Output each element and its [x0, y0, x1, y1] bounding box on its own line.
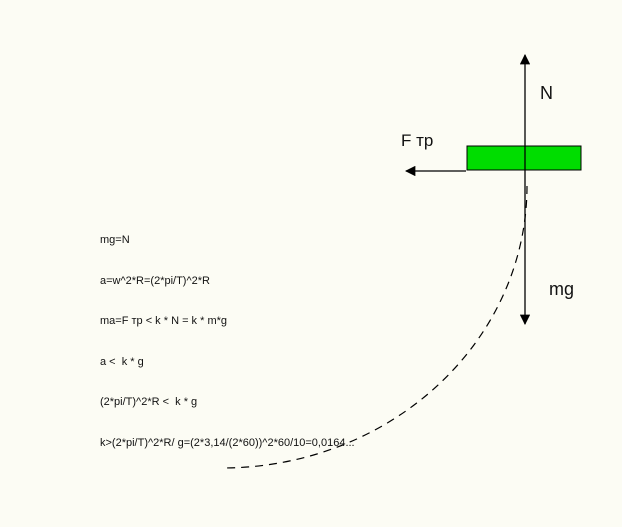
equations-block: mg=N a=w^2*R=(2*pi/T)^2*R ma=F тр < k * … — [100, 207, 355, 477]
trajectory-dashed-curve — [221, 185, 528, 469]
equation-line: a=w^2*R=(2*pi/T)^2*R — [100, 274, 210, 287]
weight-label: mg — [549, 279, 575, 299]
equation-line: a < k * g — [100, 355, 144, 368]
friction-force-label: F тр — [401, 131, 434, 150]
block — [466, 145, 582, 171]
normal-force-label: N — [540, 83, 553, 103]
equation-line: k>(2*pi/T)^2*R/ g=(2*3,14/(2*60))^2*60/1… — [100, 436, 355, 449]
equation-line: ma=F тр < k * N = k * m*g — [100, 315, 227, 327]
equation-line: mg=N — [100, 234, 130, 246]
equation-line: (2*pi/T)^2*R < k * g — [100, 396, 198, 408]
